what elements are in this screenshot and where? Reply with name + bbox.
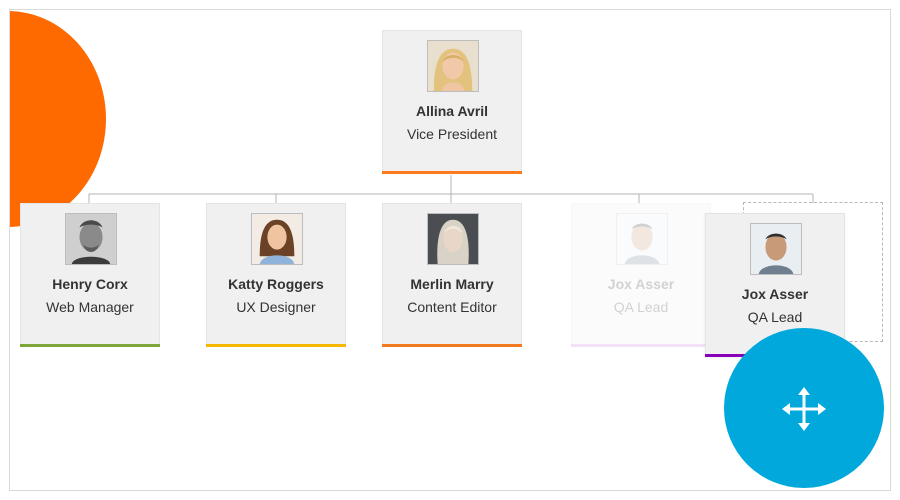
node-name: Merlin Marry [410,276,494,292]
org-node-henry-corx[interactable]: Henry Corx Web Manager [20,203,160,347]
avatar [427,213,479,265]
node-accent-bar [20,344,160,347]
node-name: Henry Corx [52,276,128,292]
node-title: QA Lead [747,309,803,325]
node-name: Jox Asser [741,286,809,302]
node-title: Vice President [406,126,497,142]
avatar [750,223,802,275]
node-name: Katty Roggers [228,276,324,292]
org-connectors [88,175,814,203]
avatar [251,213,303,265]
org-node-allina-avril[interactable]: Allina Avril Vice President [382,30,522,174]
avatar [616,213,668,265]
node-accent-bar [206,344,346,347]
node-title: QA Lead [613,299,669,315]
node-name: Allina Avril [415,103,489,119]
node-title: Content Editor [407,299,497,315]
move-cross-icon [782,387,826,431]
org-node-katty-roggers[interactable]: Katty Roggers UX Designer [206,203,346,347]
node-accent-bar [382,344,522,347]
node-name: Jox Asser [607,276,675,292]
org-chart-canvas: Allina Avril Vice President Henry Corx W… [9,9,891,491]
node-accent-bar [571,344,711,347]
org-node-merlin-marry[interactable]: Merlin Marry Content Editor [382,203,522,347]
avatar [65,213,117,265]
node-title: Web Manager [46,299,134,315]
drop-indicator-circle[interactable] [724,328,884,488]
org-node-jox-asser-ghost: Jox Asser QA Lead [571,203,711,347]
node-title: UX Designer [236,299,316,315]
node-accent-bar [382,171,522,174]
avatar [427,40,479,92]
